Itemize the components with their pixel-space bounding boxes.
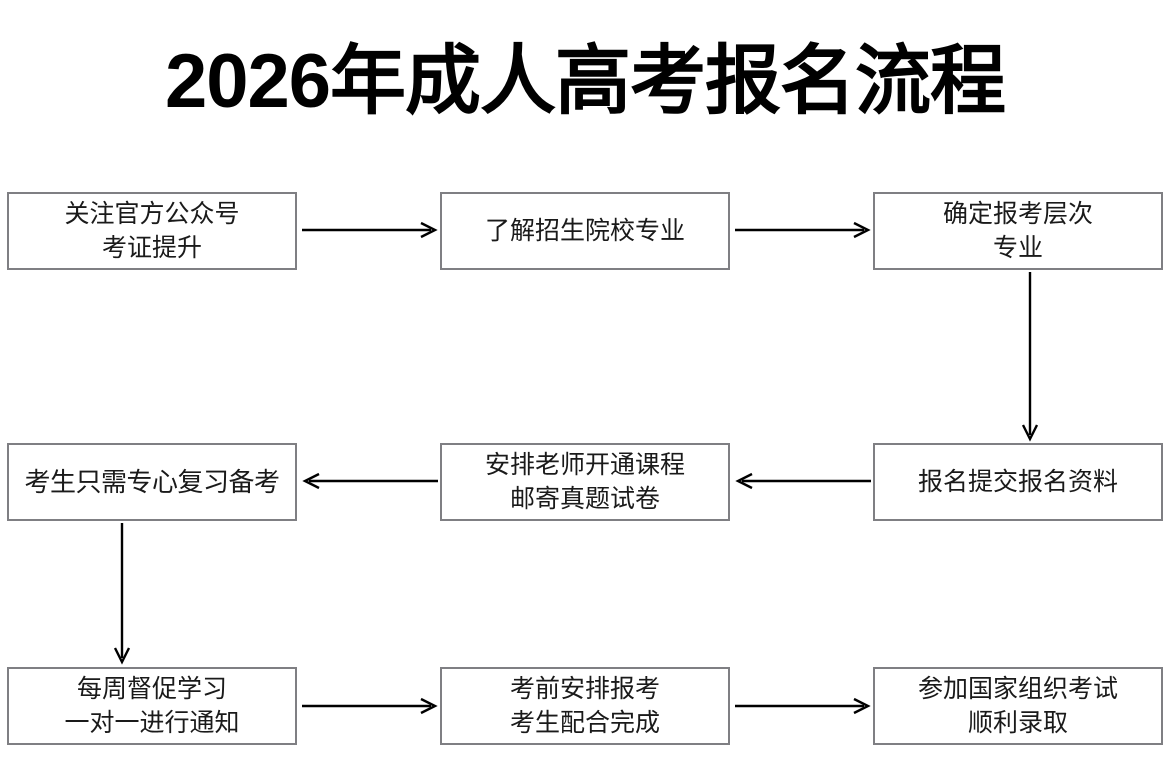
flow-node-step-1-line-1: 关注官方公众号 [64,200,240,228]
flow-node-step-1-line-2: 考证提升 [101,234,202,262]
arrow-connector-step4-to-step5 [735,470,871,492]
flow-node-step-6[interactable]: 考生只需专心复习备考 [7,443,297,521]
flow-node-step-3-line-2: 专业 [992,234,1043,262]
flow-node-step-3[interactable]: 确定报考层次 专业 [873,192,1163,270]
flow-node-step-5-line-1: 安排老师开通课程 [484,451,685,479]
flow-node-step-5-line-2: 邮寄真题试卷 [509,485,660,513]
flow-node-step-2-line-1: 了解招生院校专业 [484,217,685,245]
flow-node-step-1[interactable]: 关注官方公众号 考证提升 [7,192,297,270]
arrow-connector-step1-to-step2 [302,219,438,241]
flow-node-step-5[interactable]: 安排老师开通课程 邮寄真题试卷 [440,443,730,521]
flow-node-step-2[interactable]: 了解招生院校专业 [440,192,730,270]
flow-node-step-7[interactable]: 每周督促学习 一对一进行通知 [7,667,297,745]
flow-node-step-9-line-2: 顺利录取 [967,709,1068,737]
arrow-connector-step7-to-step8 [302,695,438,717]
arrow-connector-step3-to-step4 [1019,272,1041,442]
arrow-connector-step2-to-step3 [735,219,871,241]
flow-node-step-8[interactable]: 考前安排报考 考生配合完成 [440,667,730,745]
flow-node-step-8-line-1: 考前安排报考 [509,675,660,703]
flow-node-step-9[interactable]: 参加国家组织考试 顺利录取 [873,667,1163,745]
flow-node-step-8-line-2: 考生配合完成 [509,709,660,737]
flow-node-step-7-line-2: 一对一进行通知 [64,709,240,737]
flow-node-step-6-line-1: 考生只需专心复习备考 [24,467,280,497]
flow-node-step-7-line-1: 每周督促学习 [76,675,227,703]
flow-node-step-4-line-1: 报名提交报名资料 [917,468,1118,496]
arrow-connector-step8-to-step9 [735,695,871,717]
flow-node-step-4[interactable]: 报名提交报名资料 [873,443,1163,521]
flow-node-step-9-line-1: 参加国家组织考试 [917,675,1118,703]
flow-node-step-3-line-1: 确定报考层次 [942,200,1093,228]
page-title: 2026年成人高考报名流程 [164,39,1006,124]
arrow-connector-step5-to-step6 [302,470,438,492]
arrow-connector-step6-to-step7 [111,523,133,665]
